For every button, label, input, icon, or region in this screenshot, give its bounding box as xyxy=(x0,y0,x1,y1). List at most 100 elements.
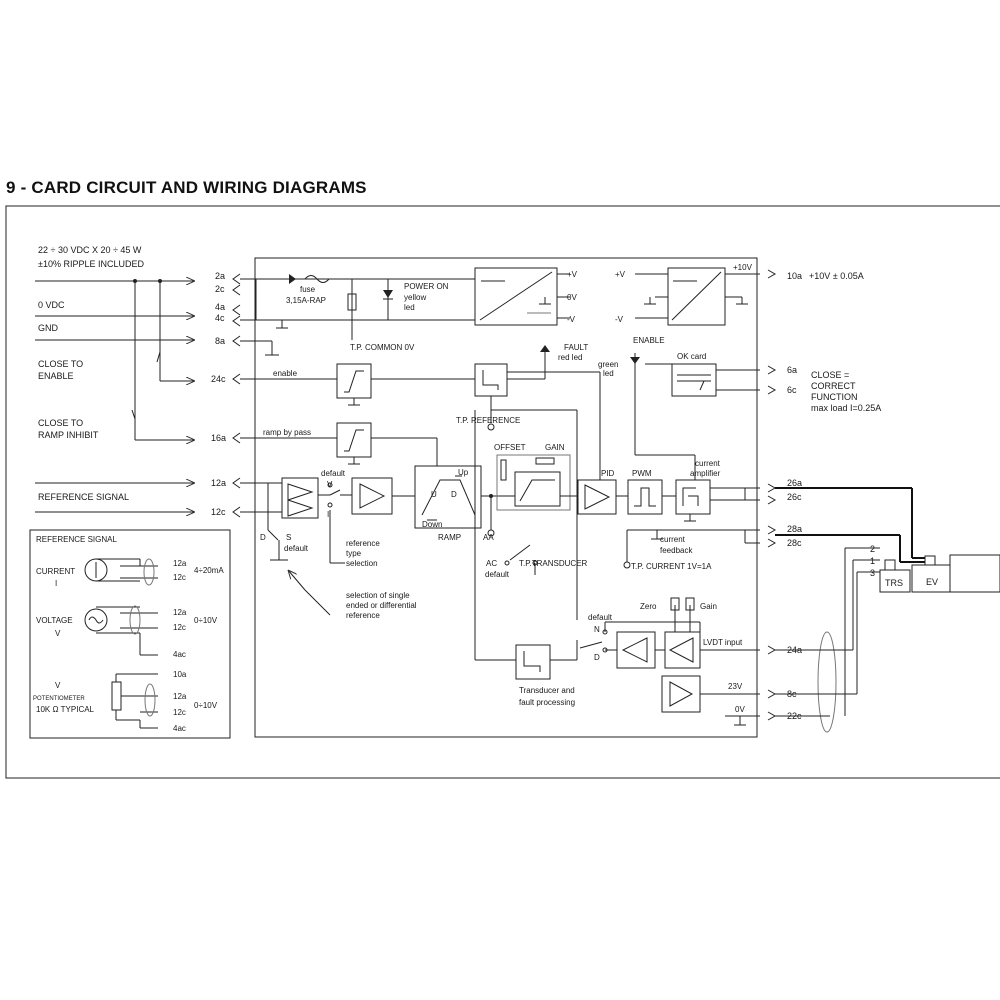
pin-16a: 16a xyxy=(211,433,226,443)
pin-2a: 2a xyxy=(215,271,225,281)
aa-label: AA xyxy=(483,533,494,542)
offset-label: OFFSET xyxy=(494,443,526,452)
enable-led-label: ENABLE xyxy=(633,336,665,345)
offset-gain-block xyxy=(514,471,561,507)
ok-card-relay xyxy=(671,363,717,397)
tp-transducer-label: T.P.TRANSDUCER xyxy=(519,559,588,568)
pin-10a: 10a xyxy=(787,271,802,281)
ref-pot-label-2: POTENTIOMETER xyxy=(33,696,85,702)
s-switch-label: S xyxy=(286,533,291,542)
ref-type-label-3: selection xyxy=(346,559,378,568)
green-led-label-2: led xyxy=(603,369,614,378)
v23-label: 23V xyxy=(728,682,743,691)
close-correct-1: CLOSE = xyxy=(811,370,849,380)
green-led-label-1: green xyxy=(598,360,618,369)
pin-4a: 4a xyxy=(215,302,225,312)
ref-voltage-pin-4ac: 4ac xyxy=(173,650,186,659)
ref-current-pin-12c: 12c xyxy=(173,573,186,582)
pid-controller xyxy=(577,479,617,515)
pin-4c: 4c xyxy=(215,313,225,323)
valve-wire-2: 2 xyxy=(870,544,875,554)
d2-label: D xyxy=(594,653,600,662)
pin-22c: 22c xyxy=(787,711,802,721)
enable-label: enable xyxy=(273,369,298,378)
minus-v-1: -V xyxy=(567,315,576,324)
close-enable-label-2: ENABLE xyxy=(38,371,74,381)
close-correct-4: max load I=0.25A xyxy=(811,403,881,413)
close-ramp-label-2: RAMP INHIBIT xyxy=(38,430,99,440)
trs-label: TRS xyxy=(885,578,903,588)
ref-voltage-pin-12c: 12c xyxy=(173,623,186,632)
supply-line-1: 22 ÷ 30 VDC X 20 ÷ 45 W xyxy=(38,245,142,255)
ref-voltage-range: 0÷10V xyxy=(194,616,218,625)
fuse-label-2: 3,15A-RAP xyxy=(286,296,326,305)
close-correct-2: CORRECT xyxy=(811,381,856,391)
ref-box-title: REFERENCE SIGNAL xyxy=(36,535,117,544)
valve-body xyxy=(949,554,1000,593)
ac-label: AC xyxy=(486,559,497,568)
reference-signal-box xyxy=(29,529,231,739)
pwm-label: PWM xyxy=(632,469,652,478)
ramp-label: RAMP xyxy=(438,533,461,542)
current-amp-label-2: amplifier xyxy=(690,469,721,478)
pin-28c: 28c xyxy=(787,538,802,548)
ref-voltage-pin-12a: 12a xyxy=(173,608,187,617)
power-on-label-2: yellow xyxy=(404,293,426,302)
pid-label: PID xyxy=(601,469,615,478)
power-on-label-1: POWER ON xyxy=(404,282,449,291)
page-title: 9 - CARD CIRCUIT AND WIRING DIAGRAMS xyxy=(6,178,367,197)
ref-voltage-label-1: VOLTAGE xyxy=(36,616,73,625)
ref-current-label-1: CURRENT xyxy=(36,567,75,576)
pin-12c: 12c xyxy=(211,507,226,517)
plus-v-2: +V xyxy=(615,270,626,279)
ramp-u-label: U xyxy=(431,490,437,499)
ramp-d-label: D xyxy=(451,490,457,499)
fault-label-1: FAULT xyxy=(564,343,588,352)
pin-28a: 28a xyxy=(787,524,802,534)
enable-comparator xyxy=(336,363,372,399)
lvdt-input-label: LVDT input xyxy=(703,638,743,647)
pin-2c: 2c xyxy=(215,284,225,294)
ref-pot-label-3: 10K Ω TYPICAL xyxy=(36,705,95,714)
ref-pot-pin-10a: 10a xyxy=(173,670,187,679)
ref-current-range: 4÷20mA xyxy=(194,566,224,575)
ev-box xyxy=(911,564,953,593)
pin-26a: 26a xyxy=(787,478,802,488)
selection-single-label-1: selection of single xyxy=(346,591,410,600)
current-amplifier xyxy=(675,479,711,515)
close-enable-label-1: CLOSE TO xyxy=(38,359,83,369)
ok-card-label: OK card xyxy=(677,352,706,361)
close-correct-3: FUNCTION xyxy=(811,392,858,402)
ref-type-label-1: reference xyxy=(346,539,380,548)
pin-26c: 26c xyxy=(787,492,802,502)
current-amp-label-1: current xyxy=(695,459,721,468)
ref-pot-pin-12a: 12a xyxy=(173,692,187,701)
reference-amplifier xyxy=(351,477,393,515)
ramp-bypass-comparator xyxy=(336,422,372,458)
gain2-label: Gain xyxy=(700,602,717,611)
transducer-label-1: Transducer and xyxy=(519,686,575,695)
ref-pot-pin-4ac: 4ac xyxy=(173,724,186,733)
ac-default-label: default xyxy=(485,570,510,579)
ref-pot-pin-12c: 12c xyxy=(173,708,186,717)
ramp-up-label: Up xyxy=(458,468,469,477)
n-label: N xyxy=(594,625,600,634)
zero-vdc-label: 0 VDC xyxy=(38,300,65,310)
gain-label: GAIN xyxy=(545,443,565,452)
reference-signal-label: REFERENCE SIGNAL xyxy=(38,492,129,502)
plus-v-1: +V xyxy=(567,270,578,279)
section-frame xyxy=(5,205,1000,779)
ev-label: EV xyxy=(926,577,938,587)
default-n-label: default xyxy=(588,613,613,622)
zero-label: Zero xyxy=(640,602,657,611)
fault-logic xyxy=(474,363,508,397)
fault-label-2: red led xyxy=(558,353,582,362)
default-v-label: default xyxy=(321,469,346,478)
selection-single-label-2: ended or differential xyxy=(346,601,417,610)
fuse-label-1: fuse xyxy=(300,285,316,294)
pin-8a: 8a xyxy=(215,336,225,346)
pin-24c: 24c xyxy=(211,374,226,384)
valve-wire-3: 3 xyxy=(870,568,875,578)
i-label: I xyxy=(327,510,329,519)
